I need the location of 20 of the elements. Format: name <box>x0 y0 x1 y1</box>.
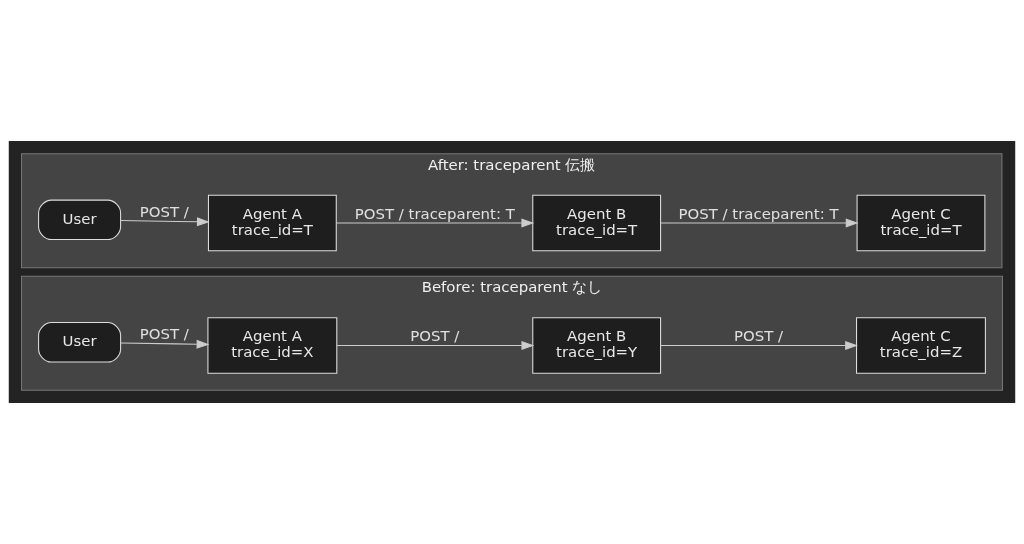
edge-label: POST / <box>734 327 784 346</box>
edge-label: POST / <box>410 327 460 346</box>
arrow <box>660 341 858 350</box>
node-box: Agent A trace_id=T <box>207 194 337 252</box>
node-box: User <box>38 322 122 363</box>
edge-label: POST / <box>139 325 189 344</box>
node-box: Agent A trace_id=X <box>207 317 338 374</box>
edge-label: POST / <box>139 202 189 221</box>
arrow <box>660 218 859 228</box>
arrow <box>336 341 535 350</box>
arrow <box>120 339 210 349</box>
node-box: Agent B trace_id=T <box>532 194 662 252</box>
node-box: User <box>38 199 122 241</box>
node-box: Agent B trace_id=Y <box>532 317 662 374</box>
node-box: Agent C trace_id=Z <box>856 317 986 374</box>
node-box: Agent C trace_id=T <box>856 194 986 252</box>
arrow <box>335 218 535 228</box>
edge-label: POST / traceparent: T <box>354 204 515 223</box>
edge-label: POST / traceparent: T <box>678 204 839 223</box>
arrow <box>120 217 210 227</box>
